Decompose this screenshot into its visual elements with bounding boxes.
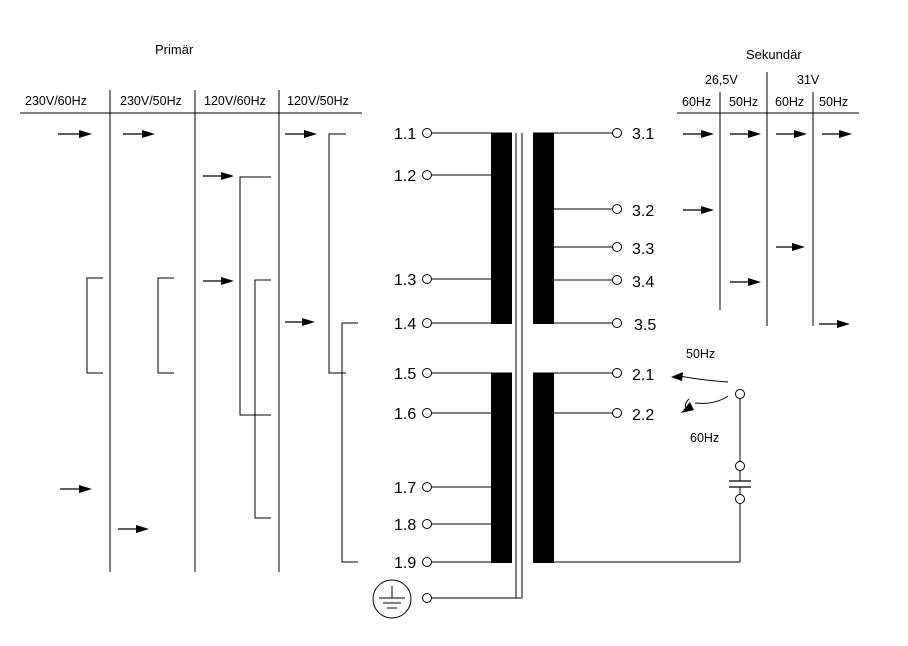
terminal-3-5 [612, 318, 622, 328]
secondary-winding-upper [533, 133, 554, 324]
capacitor-icon [729, 480, 751, 488]
frequency-switch: 50Hz 60Hz [671, 347, 751, 562]
arrow-icon [730, 278, 761, 286]
arrow-icon [671, 372, 683, 381]
terminal-1-3 [422, 274, 432, 284]
terminal-label-1-9: 1.9 [394, 555, 416, 572]
terminal-label-1-5: 1.5 [394, 366, 416, 383]
switch-arc-upper [679, 375, 729, 383]
terminal-label-1-1: 1.1 [394, 126, 416, 143]
terminal-label-1-3: 1.3 [394, 272, 416, 289]
secondary-column-26-5v-50hz: 50Hz [729, 95, 758, 109]
arrow-icon [203, 277, 234, 285]
arrow-icon [819, 320, 850, 328]
terminal-label-1-2: 1.2 [394, 168, 416, 185]
terminal-2-2 [612, 408, 622, 418]
terminal-label-1-6: 1.6 [394, 406, 416, 423]
primary-column-120v-60hz: 120V/60Hz [204, 94, 266, 108]
primary-winding-upper [491, 133, 512, 324]
terminal-1-8 [422, 519, 432, 529]
arrow-icon [285, 318, 315, 326]
switch-label-50hz: 50Hz [686, 347, 715, 361]
capacitor-terminal [735, 494, 745, 504]
terminal-2-1 [612, 368, 622, 378]
terminal-1-5 [422, 368, 432, 378]
primary-title: Primär [155, 42, 194, 57]
transformer: 1.1 1.2 1.3 1.4 1.5 1.6 1.7 1.8 1.9 3.1 … [372, 126, 740, 619]
terminal-1-2 [422, 170, 432, 180]
switch-contact [735, 389, 745, 399]
primary-winding-lower [491, 373, 512, 563]
arrow-icon [203, 172, 234, 180]
terminal-1-7 [422, 482, 432, 492]
arrow-icon [123, 130, 155, 138]
primary-table: Primär 230V/60Hz 230V/50Hz 120V/60Hz 120… [20, 42, 362, 572]
terminal-1-9 [422, 557, 432, 567]
terminal-label-3-1: 3.1 [632, 126, 654, 143]
arrow-icon [683, 206, 714, 214]
terminal-3-1 [612, 128, 622, 138]
ground-icon [372, 579, 412, 619]
secondary-table: Sekundär 26,5V 31V 60Hz 50Hz 60Hz 50Hz [677, 47, 859, 328]
terminal-label-3-4: 3.4 [632, 274, 654, 291]
arrow-icon [776, 243, 805, 251]
terminal-ground [422, 593, 432, 603]
arrow-icon [822, 130, 852, 138]
terminal-label-3-5: 3.5 [634, 317, 656, 334]
terminal-label-3-2: 3.2 [632, 203, 654, 220]
terminal-3-3 [612, 242, 622, 252]
terminal-3-2 [612, 204, 622, 214]
terminal-1-4 [422, 318, 432, 328]
arrow-icon [776, 130, 807, 138]
secondary-group-31v: 31V [797, 73, 820, 87]
arrow-icon [285, 130, 317, 138]
secondary-title: Sekundär [746, 47, 802, 62]
secondary-column-31v-60hz: 60Hz [775, 95, 804, 109]
terminal-label-1-7: 1.7 [394, 480, 416, 497]
terminal-label-2-2: 2.2 [632, 407, 654, 424]
arrow-icon [730, 130, 761, 138]
bracket-230v-50hz [157, 277, 174, 374]
bracket-120v-60hz-b [254, 279, 271, 519]
arrow-icon [60, 485, 92, 493]
terminal-1-6 [422, 408, 432, 418]
secondary-column-31v-50hz: 50Hz [819, 95, 848, 109]
arrow-icon [683, 130, 714, 138]
bracket-230v-60hz [86, 277, 103, 374]
arrow-icon [681, 402, 694, 413]
primary-column-230v-50hz: 230V/50Hz [120, 94, 182, 108]
terminal-label-1-4: 1.4 [394, 316, 416, 333]
terminal-3-4 [612, 275, 622, 285]
switch-arc-lower [694, 395, 729, 404]
primary-column-120v-50hz: 120V/50Hz [287, 94, 349, 108]
terminal-1-1 [422, 128, 432, 138]
secondary-column-26-5v-60hz: 60Hz [682, 95, 711, 109]
capacitor-terminal [735, 461, 745, 471]
bracket-120v-50hz-b [341, 322, 358, 563]
arrow-icon [58, 130, 92, 138]
secondary-winding-lower [533, 373, 554, 563]
primary-column-230v-60hz: 230V/60Hz [25, 94, 87, 108]
bracket-120v-50hz [328, 133, 346, 374]
terminal-label-3-3: 3.3 [632, 241, 654, 258]
switch-label-60hz: 60Hz [690, 431, 719, 445]
arrow-icon [118, 525, 149, 533]
secondary-group-26-5v: 26,5V [705, 73, 738, 87]
terminal-label-1-8: 1.8 [394, 517, 416, 534]
terminal-label-2-1: 2.1 [632, 367, 654, 384]
